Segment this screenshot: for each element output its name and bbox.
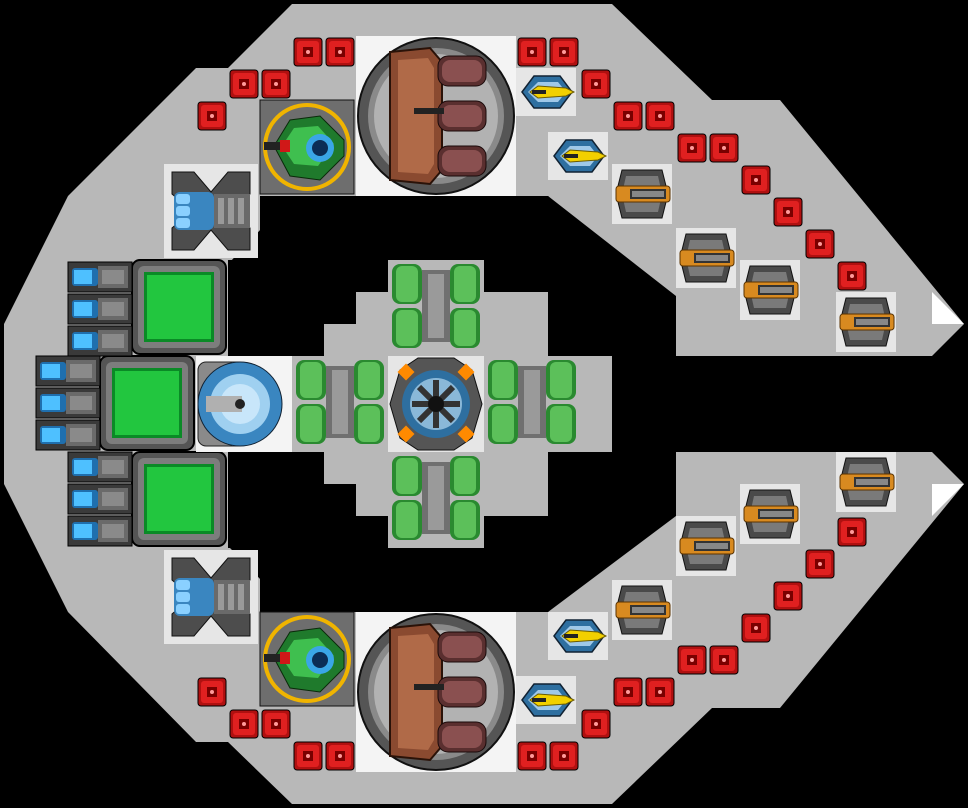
armor-block (677, 133, 707, 163)
core-module (388, 356, 484, 452)
main-cannon-top (357, 37, 515, 195)
reactor-middle (99, 355, 195, 451)
fuel-tank-top (388, 260, 484, 352)
fuel-tank-left (292, 356, 388, 448)
armor-block (293, 741, 323, 771)
laser-turret (515, 675, 577, 725)
armor-block (805, 229, 835, 259)
armor-block (837, 261, 867, 291)
armor-block (261, 709, 291, 739)
armor-block (741, 165, 771, 195)
armor-block (741, 613, 771, 643)
armor-block (293, 37, 323, 67)
armor-block (773, 197, 803, 227)
armor-block (229, 69, 259, 99)
armor-block (581, 69, 611, 99)
cannon-turret (835, 451, 897, 513)
hull-arrow-notch-top (932, 292, 964, 324)
thruster (67, 483, 133, 515)
armor-block (517, 741, 547, 771)
hull-arrow-notch-bottom (932, 484, 964, 516)
armor-block (581, 709, 611, 739)
armor-block (837, 517, 867, 547)
armor-block (549, 741, 579, 771)
armor-block (709, 645, 739, 675)
thruster (35, 419, 101, 451)
laser-turret (547, 611, 609, 661)
cannon-turret (675, 227, 737, 289)
armor-block (613, 677, 643, 707)
shield-generator (196, 356, 292, 452)
armor-block (677, 645, 707, 675)
armor-block (709, 133, 739, 163)
reactor-upper (131, 259, 227, 355)
cannon-turret (675, 515, 737, 577)
cannon-turret (611, 163, 673, 225)
armor-block (645, 677, 675, 707)
armor-block (773, 581, 803, 611)
armor-block (261, 69, 291, 99)
hangar-bay-top (259, 99, 355, 195)
cannon-turret (739, 259, 801, 321)
reactor-lower (131, 451, 227, 547)
hangar-bay-bottom (259, 611, 355, 707)
thruster (35, 387, 101, 419)
thruster (67, 325, 133, 357)
armor-block (613, 101, 643, 131)
engine-top (163, 163, 259, 259)
thruster (35, 355, 101, 387)
armor-block (325, 37, 355, 67)
thruster (67, 261, 133, 293)
cannon-turret (835, 291, 897, 353)
fuel-tank-bottom (388, 452, 484, 544)
engine-bottom (163, 549, 259, 645)
thruster (67, 293, 133, 325)
thruster (67, 515, 133, 547)
laser-turret (515, 67, 577, 117)
armor-block (325, 741, 355, 771)
armor-block (197, 677, 227, 707)
armor-block (805, 549, 835, 579)
cannon-turret (739, 483, 801, 545)
laser-turret (547, 131, 609, 181)
armor-block (549, 37, 579, 67)
cannon-turret (611, 579, 673, 641)
armor-block (229, 709, 259, 739)
armor-block (197, 101, 227, 131)
armor-block (645, 101, 675, 131)
armor-block (517, 37, 547, 67)
main-cannon-bottom (357, 613, 515, 771)
fuel-tank-right (484, 356, 580, 448)
thruster (67, 451, 133, 483)
